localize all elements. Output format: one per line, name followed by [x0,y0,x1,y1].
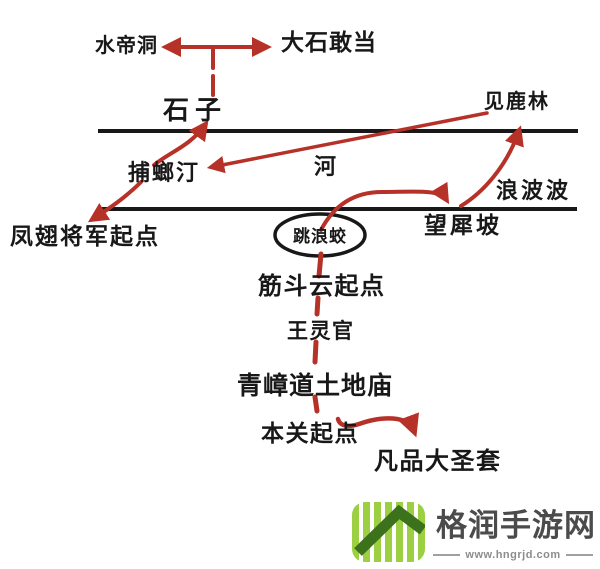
dash-tiaolangjiao-jindouyun [316,251,324,279]
arrow-bulangting-to-shizi [152,120,209,167]
node-dashigandang: 大石敢当 [281,30,377,55]
url-right-rule [565,554,593,556]
node-he: 河 [314,154,337,179]
site-url: www.hngrjd.com [465,549,561,561]
url-left-rule [433,554,461,556]
site-url-row: www.hngrjd.com [433,549,593,561]
node-benguan-qidian: 本关起点 [261,421,359,446]
arrow-bulangting-to-fengchi [87,180,143,223]
node-jindouyun-qidian: 筋斗云起点 [258,274,386,300]
arrow-jianlulin-to-bulangting [206,111,489,174]
dash-wanglingguan-qingzhangdao [312,339,319,365]
node-wangxipo: 望犀坡 [424,213,502,238]
node-wanglingguan: 王灵官 [287,319,355,343]
node-shuididong: 水帝洞 [95,35,158,57]
node-shizi: 石子 [163,96,228,125]
site-name: 格润手游网 [436,508,596,543]
dash-jindouyun-wanglingguan [314,295,321,317]
node-jianlulin: 见鹿林 [484,91,550,113]
node-qingzhangdao-tudimiao: 青嶂道土地庙 [237,373,394,400]
logo-roof-icon [354,504,425,556]
site-logo-icon [352,502,425,562]
node-tiaolangjiao: 跳浪蛟 [293,227,347,246]
arrow-wangxipo-to-jianlulin [459,125,524,208]
node-fanpin-dashengtao: 凡品大圣套 [374,449,502,475]
node-fengchi-qidian: 凤翅将军起点 [10,224,160,249]
node-bulangting: 捕螂汀 [128,160,201,185]
arrow-tiaolangjiao-to-wangxipo [319,181,450,232]
node-langbobo: 浪波波 [496,178,572,203]
arrow-benguan-to-fanpin [335,412,419,438]
dash-qingzhangdao-benguan [312,394,320,414]
